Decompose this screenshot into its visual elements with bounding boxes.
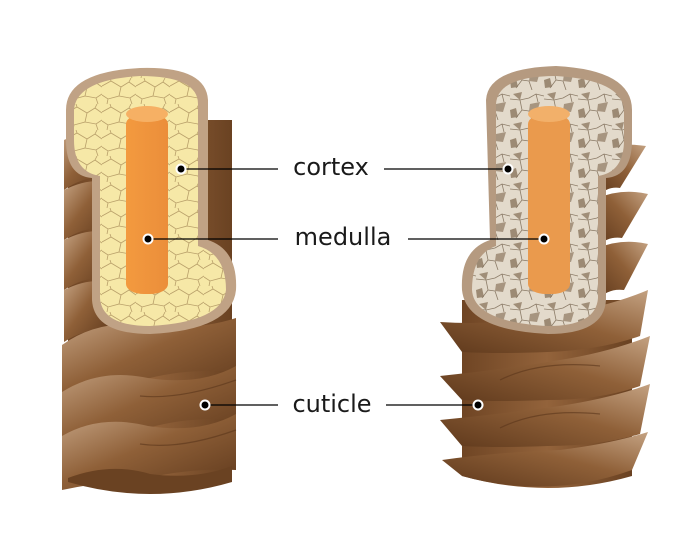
cuticle-dot-right (472, 399, 484, 411)
cortex-dot-left (175, 163, 187, 175)
medulla-dot-left (142, 233, 154, 245)
medulla-label: medulla (294, 223, 392, 251)
cuticle-label: cuticle (292, 390, 372, 418)
left-hair (62, 67, 237, 494)
cortex-label: cortex (293, 153, 369, 181)
leader-dots (142, 163, 550, 411)
medulla-dot-right (538, 233, 550, 245)
right-medulla (528, 114, 570, 294)
right-hair (440, 66, 650, 488)
cortex-dot-right (502, 163, 514, 175)
left-medulla (126, 114, 168, 294)
leader-lines (148, 168, 544, 406)
cuticle-dot-left (199, 399, 211, 411)
left-cuticle-scales (62, 131, 237, 494)
